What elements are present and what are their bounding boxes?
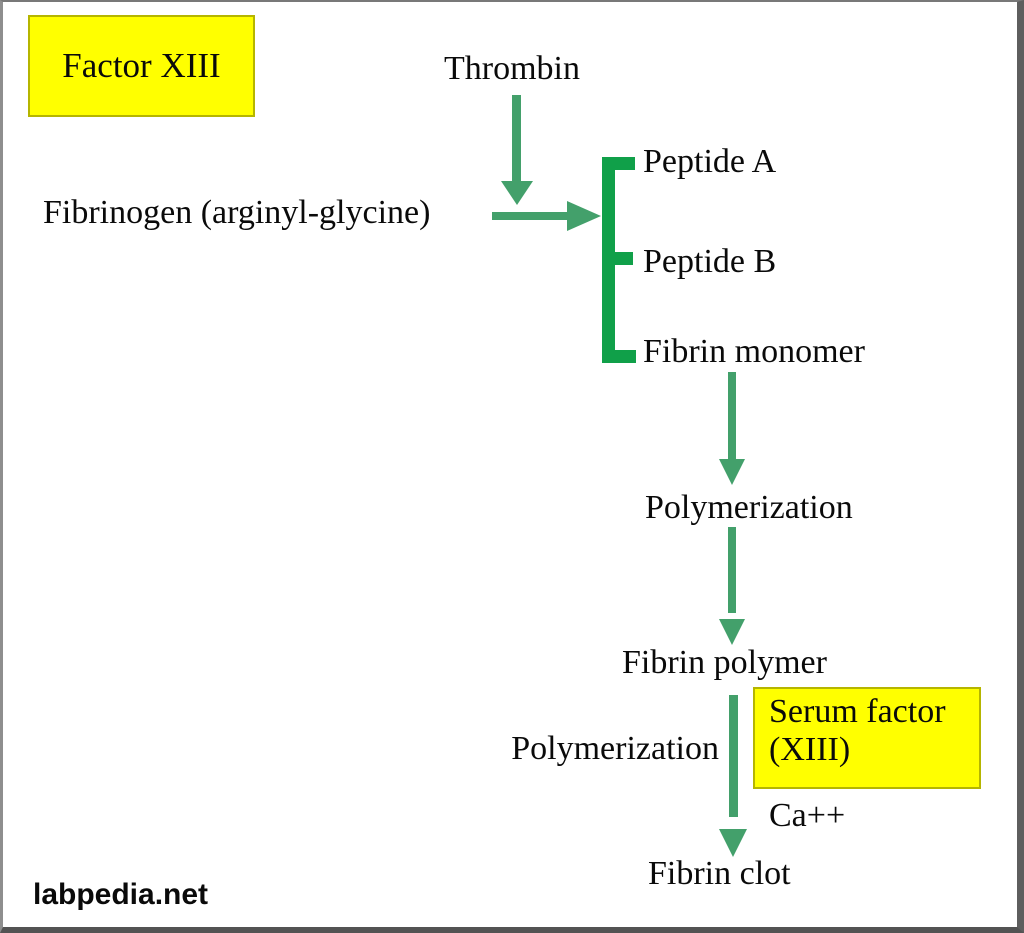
polymerization-upper-label: Polymerization [645, 489, 853, 526]
calcium-label: Ca++ [769, 797, 846, 834]
arrow-thrombin-down-shaft [512, 95, 521, 183]
arrow-polymer-down-shaft [729, 695, 738, 817]
factor-xiii-label: Factor XIII [62, 46, 221, 86]
fibrin-polymer-label: Fibrin polymer [622, 644, 827, 681]
arrow-fibrinogen-right-shaft [492, 212, 568, 220]
arrow-polymerization-down-icon [719, 619, 745, 645]
arrow-fibrinogen-right-icon [567, 201, 601, 231]
peptide-b-label: Peptide B [643, 243, 777, 280]
bracket-tick-bottom [602, 350, 636, 363]
thrombin-label: Thrombin [444, 50, 580, 87]
watermark-label: labpedia.net [33, 878, 209, 911]
fibrinogen-label: Fibrinogen (arginyl-glycine) [43, 194, 431, 231]
serum-factor-line1: Serum factor [769, 693, 946, 730]
arrow-thrombin-down-icon [501, 181, 533, 205]
fibrin-monomer-label: Fibrin monomer [643, 333, 865, 370]
serum-factor-line2: (XIII) [769, 731, 851, 769]
polymerization-lower-label: Polymerization [511, 730, 719, 767]
serum-factor-box: Serum factor (XIII) [753, 687, 981, 789]
peptide-a-label: Peptide A [643, 143, 777, 180]
factor-xiii-box: Factor XIII [28, 15, 255, 117]
arrow-polymer-down-icon [719, 829, 747, 857]
bracket-tick-top [602, 157, 635, 170]
arrow-monomer-down-icon [719, 459, 745, 485]
arrow-monomer-down-shaft [728, 372, 736, 462]
fibrin-clot-label: Fibrin clot [648, 855, 791, 892]
arrow-polymerization-down-shaft [728, 527, 736, 613]
bracket-tick-middle [602, 252, 633, 265]
